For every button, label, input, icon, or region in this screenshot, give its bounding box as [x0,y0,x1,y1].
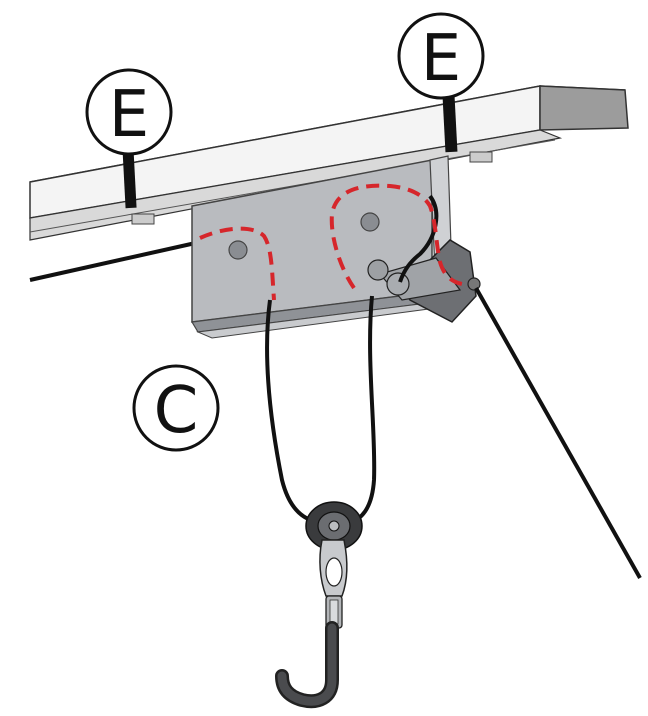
track-clip-left [131,213,155,225]
cord-drop-right [349,295,377,524]
bolt-icon [360,212,380,232]
rope-clamp [367,239,481,323]
dashed-path-right [329,183,463,290]
swivel-shackle [319,539,348,629]
cord-left-run [29,240,201,282]
callout-e-left-label: E [109,78,149,152]
callout-e-right-label: E [421,22,461,96]
callout-e-right: E [397,12,485,100]
cord-drop-left [265,299,319,524]
strap-right [442,95,458,153]
cord-clamp-loop [398,194,439,283]
mounting-plate [191,155,453,339]
callout-c-label: C [154,374,199,448]
ceiling-rail [29,85,629,241]
track-clip-right [469,151,493,163]
hook-icon [275,621,339,709]
callout-e-left: E [85,68,173,156]
callout-c: C [132,364,220,452]
cord-pull-line [474,287,642,579]
pulley-wheel-icon [305,501,363,551]
bolt-icon [228,240,248,260]
strap-left [122,149,137,209]
dashed-path-left [199,226,276,301]
